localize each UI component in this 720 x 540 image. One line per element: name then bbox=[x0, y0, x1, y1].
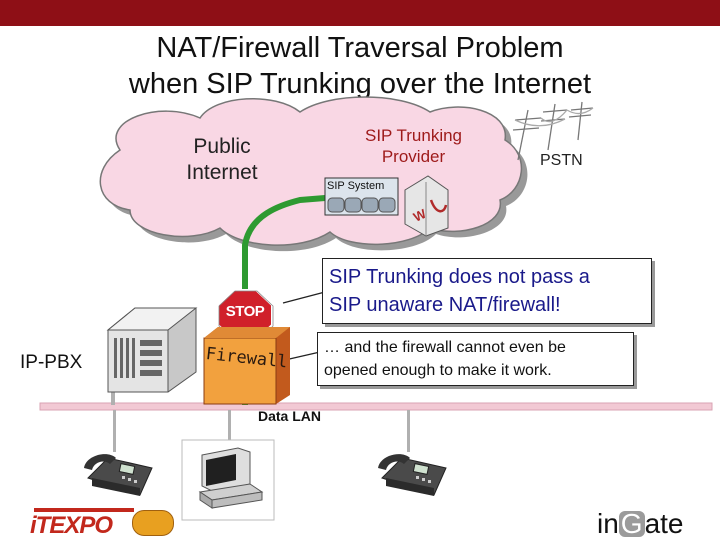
provider-line-2: Provider bbox=[381, 147, 446, 166]
callout-firewall-open: … and the firewall cannot even be opened… bbox=[317, 332, 634, 386]
slide-title: NAT/Firewall Traversal Problem when SIP … bbox=[0, 30, 720, 102]
sip-server-drums bbox=[327, 197, 396, 213]
ip-pbx-label: IP-PBX bbox=[20, 352, 83, 373]
callout-sip-unaware-line-2: SIP unaware NAT/firewall! bbox=[329, 294, 561, 316]
cloud-public-internet bbox=[99, 96, 522, 246]
callout-pointer-stop bbox=[282, 291, 326, 304]
ip-phone-icon-2 bbox=[378, 454, 447, 496]
sip-system-label: SIP System bbox=[327, 180, 385, 192]
ingate-logo: inGate bbox=[597, 508, 684, 540]
data-lan-bar bbox=[39, 402, 713, 411]
firewall-icon bbox=[203, 327, 290, 405]
ip-phone-icon-1 bbox=[84, 454, 153, 496]
callout-sip-unaware-line-1: SIP Trunking does not pass a bbox=[329, 266, 590, 288]
public-internet-line-2: Internet bbox=[186, 161, 258, 184]
callout-sip-unaware: SIP Trunking does not pass a SIP unaware… bbox=[322, 258, 652, 324]
pstn-telephone-poles-icon bbox=[512, 101, 594, 161]
pstn-label: PSTN bbox=[540, 152, 583, 169]
lan-drop-phone-2 bbox=[407, 410, 410, 452]
sip-trunk-line bbox=[242, 195, 326, 405]
top-accent-bar bbox=[0, 0, 720, 26]
public-internet-line-1: Public bbox=[193, 135, 251, 158]
title-line-2: when SIP Trunking over the Internet bbox=[128, 68, 592, 100]
ip-pbx-server-icon bbox=[106, 307, 198, 393]
desktop-pc-icon bbox=[181, 439, 275, 521]
itexpo-logo: iTEXPO bbox=[28, 506, 178, 539]
callout-firewall-open-line-2: opened enough to make it work. bbox=[324, 362, 552, 379]
stop-sign-text: STOP bbox=[225, 303, 265, 320]
provider-line-1: SIP Trunking bbox=[364, 126, 463, 145]
sip-trunking-provider-label: SIP Trunking Provider bbox=[346, 125, 481, 167]
lan-drop-phone-1 bbox=[113, 410, 116, 452]
itexpo-logo-text: iTEXPO bbox=[30, 512, 113, 539]
data-lan-label: Data LAN bbox=[258, 408, 322, 424]
callout-pointer-firewall bbox=[284, 351, 321, 361]
ingate-logo-prefix: in bbox=[597, 508, 619, 539]
gateway-device: W bbox=[404, 175, 449, 237]
ingate-logo-suffix: ate bbox=[644, 508, 684, 539]
callout-firewall-open-line-1: … and the firewall cannot even be bbox=[324, 339, 566, 356]
title-line-1: NAT/Firewall Traversal Problem bbox=[156, 32, 564, 64]
lan-drop-pc bbox=[228, 410, 231, 446]
public-internet-label: Public Internet bbox=[172, 134, 272, 186]
ingate-logo-g: G bbox=[618, 508, 645, 539]
